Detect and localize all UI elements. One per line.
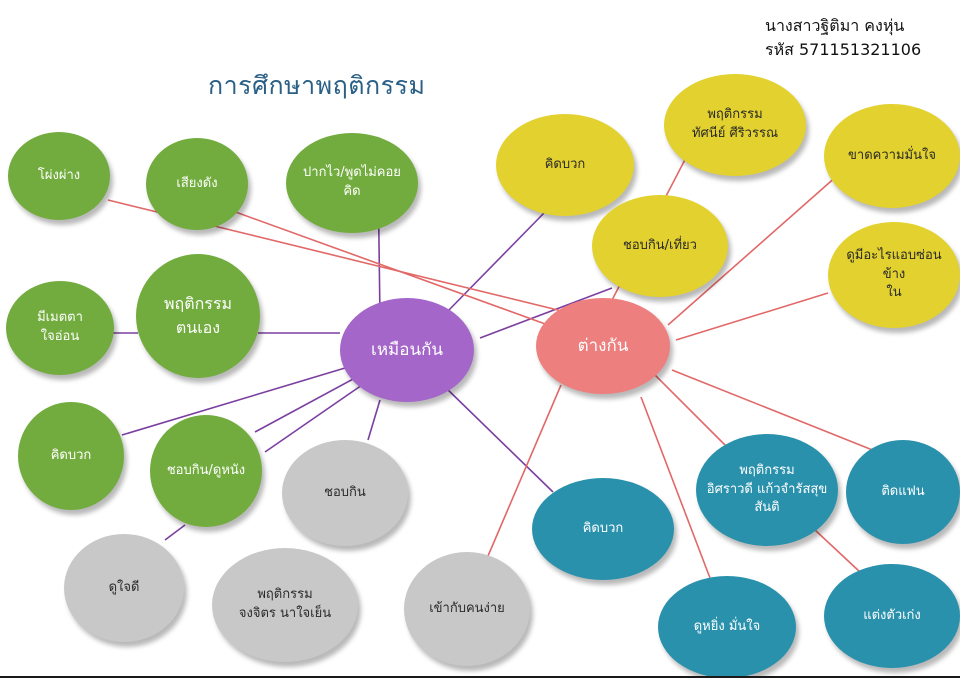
node-boast: โผ่งผ่าง xyxy=(8,132,110,220)
link-think-bottom-same xyxy=(443,385,554,493)
link-eat-movie-same-1 xyxy=(254,377,356,433)
link-proud-different xyxy=(640,396,711,579)
node-like-eat-travel: ชอบกิน/เที่ยว xyxy=(592,195,728,297)
node-self-behavior: พฤติกรรม ตนเอง xyxy=(136,254,260,378)
node-think-positive-top: คิดบวก xyxy=(496,114,634,216)
link-easygoing-different xyxy=(487,384,562,557)
node-fan-addict: ติดแฟน xyxy=(846,440,960,544)
author-block: นางสาวฐิติมา คงหุ่น รหัส 571151321106 xyxy=(765,14,921,62)
link-atsarawadee-different xyxy=(654,374,729,449)
node-proud-confident: ดูหยิ่ง มั่นใจ xyxy=(658,576,796,678)
link-like-eat-same xyxy=(367,399,381,441)
link-fan-different xyxy=(671,369,881,454)
hub-different: ต่างกัน xyxy=(536,298,670,394)
node-loud: เสียงดัง xyxy=(146,138,248,230)
link-eat-travel-same xyxy=(479,287,613,339)
node-think-positive-bottom: คิดบวก xyxy=(532,478,674,580)
node-dresses-well: แต่งตัวเก่ง xyxy=(824,564,960,668)
node-tatnee-behavior: พฤติกรรม ทัศนีย์ ศีริวรรณ xyxy=(664,74,806,176)
link-atsarawadee-dresses xyxy=(814,529,861,573)
link-eat-movie-looks-kind xyxy=(164,524,186,541)
node-lacks-confidence: ขาดความมั่นใจ xyxy=(824,104,960,208)
author-name: นางสาวฐิติมา คงหุ่น xyxy=(765,16,905,35)
link-curious-different xyxy=(675,292,829,341)
node-kind: มีเมตตา ใจอ่อน xyxy=(6,281,114,375)
hub-same: เหมือนกัน xyxy=(340,298,474,402)
node-like-eat: ชอบกิน xyxy=(282,440,408,546)
node-curious: ดูมีอะไรแอบซ่อนข้าง ใน xyxy=(828,222,960,328)
node-easygoing: เข้ากับคนง่าย xyxy=(404,552,530,666)
link-think-top-same xyxy=(446,211,546,313)
link-eat-movie-same-2 xyxy=(264,384,363,453)
link-confidence-different xyxy=(667,174,839,326)
node-looks-kind: ดูใจดี xyxy=(64,534,184,642)
diagram-title: การศึกษาพฤติกรรม xyxy=(208,71,426,100)
bottom-border xyxy=(0,676,960,678)
node-jongjit-behavior: พฤติกรรม จงจิตร นาใจเย็น xyxy=(212,548,358,662)
node-like-eat-movie: ชอบกิน/ดูหนัง xyxy=(150,415,262,527)
link-think-left-same xyxy=(121,367,346,436)
node-speak-fast: ปากไว/พูดไม่คอย คิด xyxy=(286,133,418,233)
student-id: รหัส 571151321106 xyxy=(765,40,922,59)
node-atsarawadee-behavior: พฤติกรรม อิศราวดี แก้วจำรัสสุข สันติ xyxy=(696,434,838,546)
link-loud-different xyxy=(229,209,549,326)
node-think-positive-left: คิดบวก xyxy=(18,402,124,510)
